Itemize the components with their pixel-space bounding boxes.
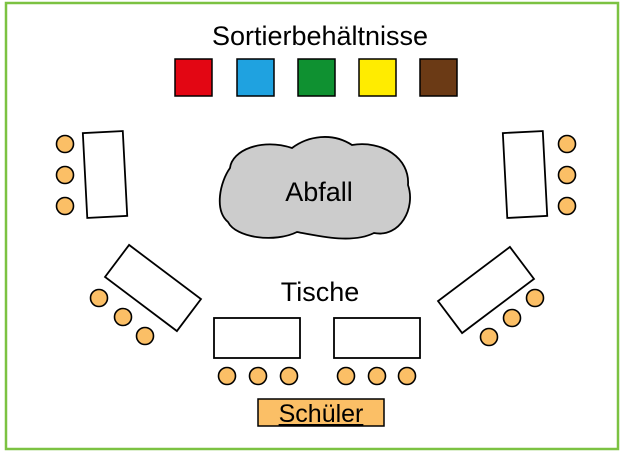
chair <box>367 366 387 386</box>
chair <box>113 307 133 327</box>
table-left-top <box>81 130 129 219</box>
bin-red <box>174 58 213 97</box>
table-left-diagonal <box>103 243 203 333</box>
trash-area <box>218 136 411 240</box>
students-label-box <box>257 398 385 427</box>
bin-brown <box>419 58 458 97</box>
tables-group <box>81 130 549 359</box>
chairs-group <box>55 134 577 386</box>
sorting-bins <box>174 58 458 97</box>
bin-yellow <box>358 58 397 97</box>
chair <box>557 134 577 154</box>
trash-label: Abfall <box>285 177 353 207</box>
table-right-top <box>501 130 549 219</box>
chair <box>248 366 268 386</box>
tables-label: Tische <box>281 277 360 307</box>
students-label: Schüler <box>279 400 364 428</box>
table-bottom-right <box>333 317 421 359</box>
chair <box>336 366 356 386</box>
table-bottom-left <box>213 317 301 359</box>
chair <box>89 288 109 308</box>
chair <box>557 165 577 185</box>
table-right-diagonal <box>436 245 536 335</box>
chair <box>525 288 545 308</box>
bin-green <box>297 58 336 97</box>
chair <box>55 196 75 216</box>
bin-blue <box>236 58 275 97</box>
chair <box>217 366 237 386</box>
bins-title: Sortierbehältnisse <box>212 21 428 51</box>
chair <box>55 165 75 185</box>
chair <box>279 366 299 386</box>
chair <box>479 327 499 347</box>
chair <box>502 308 522 328</box>
chair <box>55 134 75 154</box>
chair <box>135 326 155 346</box>
chair <box>557 196 577 216</box>
chair <box>397 366 417 386</box>
